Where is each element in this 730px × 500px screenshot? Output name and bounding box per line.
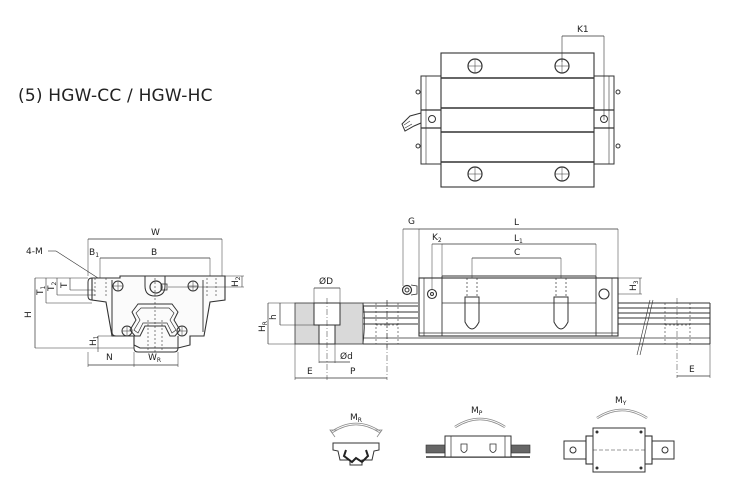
dim-4m: 4-M <box>26 247 43 257</box>
dim-t2: T2 <box>47 282 58 293</box>
moment-mr: MR <box>329 413 383 466</box>
rail-section-view: ØD HR h Ød E P <box>258 276 388 380</box>
dim-wr: WR <box>148 353 161 364</box>
svg-text:MP: MP <box>471 406 483 417</box>
dim-d: Ød <box>340 351 353 362</box>
top-view: K1 <box>401 25 621 188</box>
dim-k1: K1 <box>577 25 589 35</box>
svg-text:MY: MY <box>615 396 627 407</box>
dim-od: ØD <box>319 276 333 287</box>
side-view: G L K2 L1 C H3 E <box>362 217 711 378</box>
cross-section-view: W B B1 4-M <box>24 228 244 367</box>
dim-n: N <box>106 353 113 363</box>
dim-h: H <box>24 311 34 318</box>
dim-hr: HR <box>258 321 269 332</box>
dim-e: E <box>307 367 313 377</box>
dim-b1: B1 <box>89 248 99 259</box>
dim-c: C <box>514 248 520 258</box>
dim-e-right: E <box>689 365 695 375</box>
drawing-title: (5) HGW-CC / HGW-HC <box>18 86 213 106</box>
dim-h2: H2 <box>231 276 242 287</box>
moment-mp: MP <box>425 406 531 458</box>
dim-t1: T1 <box>36 286 47 297</box>
dim-w: W <box>151 228 160 238</box>
dim-p: P <box>350 367 356 377</box>
dim-l: L <box>514 218 519 228</box>
dim-k2: K2 <box>432 233 442 244</box>
dim-h-small: h <box>269 314 279 320</box>
dim-l1: L1 <box>514 234 523 245</box>
dim-b: B <box>151 248 157 258</box>
dim-h3: H3 <box>629 280 640 291</box>
svg-text:MR: MR <box>350 413 362 424</box>
dim-t: T <box>60 282 70 289</box>
dim-g: G <box>408 217 415 227</box>
dim-h1: H1 <box>89 335 100 346</box>
moment-my: MY <box>563 396 675 473</box>
